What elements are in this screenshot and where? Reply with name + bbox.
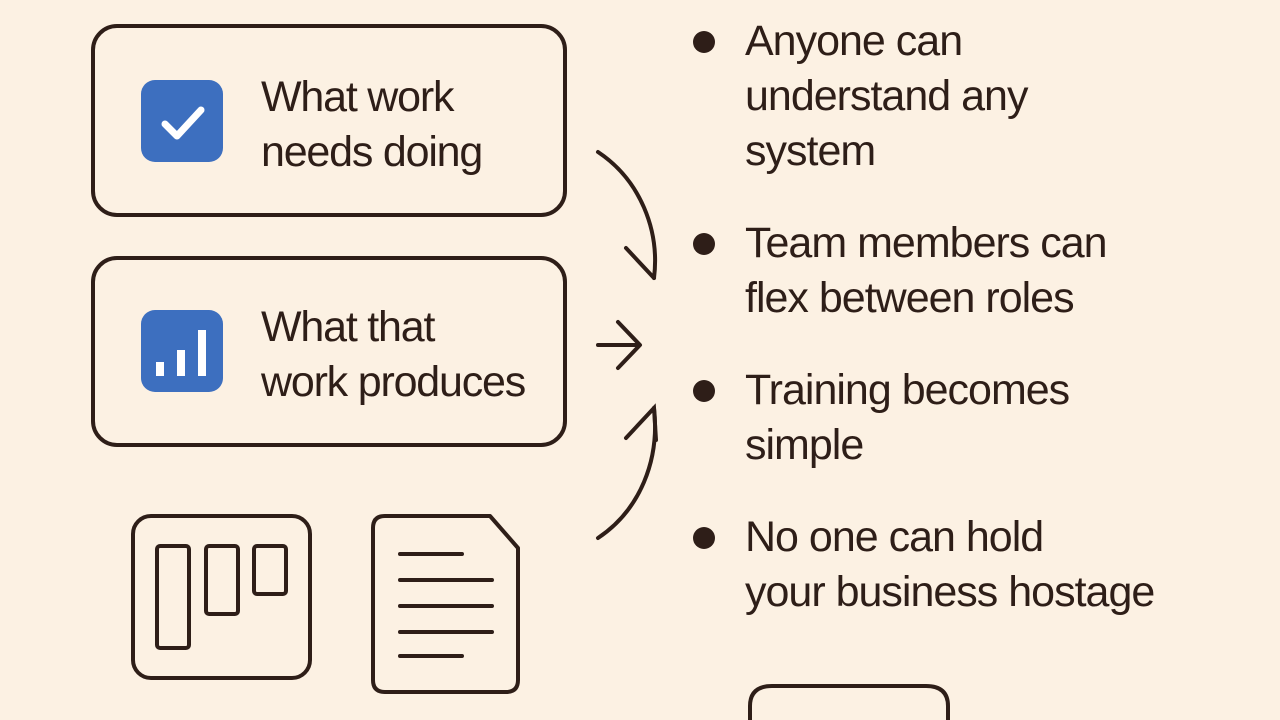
arrow-curved-down-icon (596, 150, 657, 280)
benefit-text: Training becomes simple (745, 366, 1070, 469)
list-item: Anyone can understand any system (690, 14, 1154, 179)
bullet-icon (693, 233, 715, 255)
list-item: Team members can flex between roles (690, 216, 1154, 326)
bullet-icon (693, 527, 715, 549)
card-label: What that work produces (261, 303, 526, 406)
list-item: Training becomes simple (690, 363, 1154, 473)
work-needs-card: What work needs doing (91, 24, 567, 217)
bullet-icon (693, 31, 715, 53)
bullet-icon (693, 380, 715, 402)
card-label: What work needs doing (261, 73, 483, 176)
benefit-text: Anyone can understand any system (745, 17, 1028, 175)
partial-box-icon (748, 684, 950, 720)
benefits-list: Anyone can understand any system Team me… (690, 14, 1155, 657)
benefit-text: No one can hold your business hostage (745, 513, 1155, 616)
arrow-right-icon (596, 320, 642, 370)
work-produces-card: What that work produces (91, 256, 567, 447)
document-icon (371, 514, 520, 694)
benefit-text: Team members can flex between roles (745, 219, 1108, 322)
list-item: No one can hold your business hostage (690, 510, 1155, 620)
arrow-curved-up-icon (596, 403, 658, 540)
kanban-board-icon (131, 514, 312, 680)
checkbox-icon (141, 80, 223, 162)
bar-chart-icon (141, 310, 223, 392)
